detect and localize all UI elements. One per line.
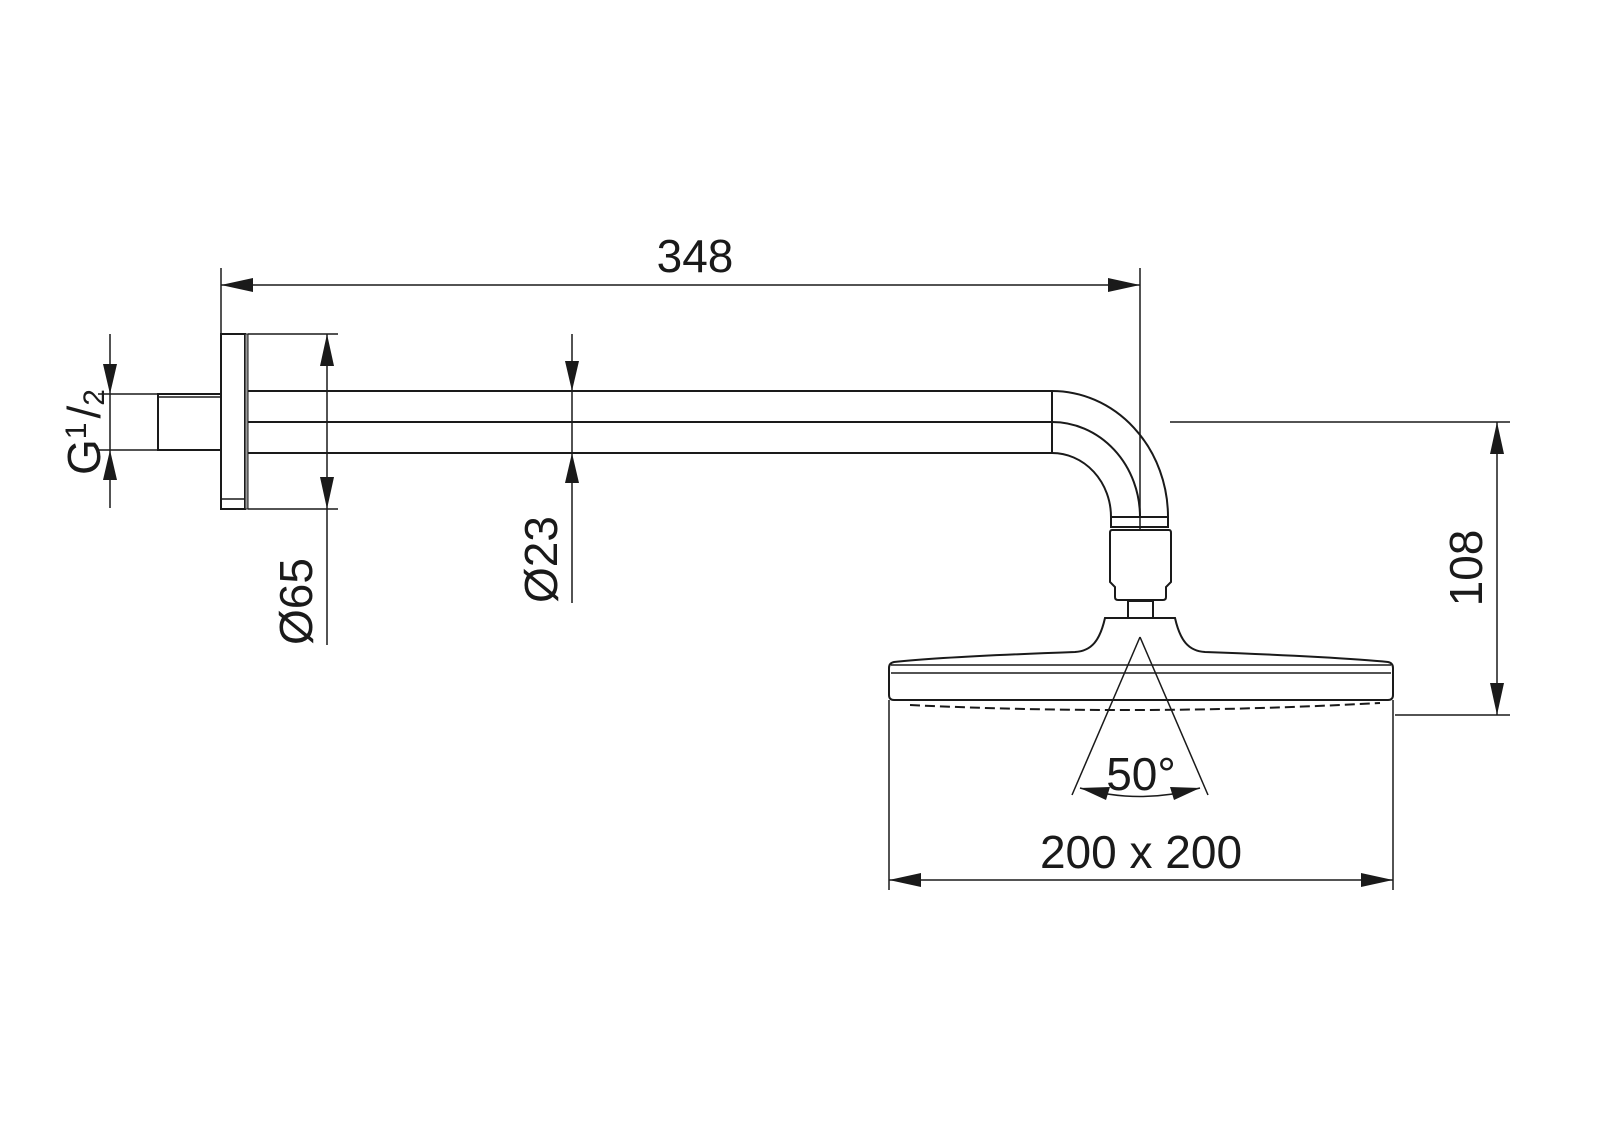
shower-arm-pipe xyxy=(248,390,1169,528)
dimension-thread: G1/2 xyxy=(58,334,158,508)
dimension-flange-diameter: Ø65 xyxy=(248,333,338,645)
wall-flange xyxy=(220,333,249,510)
dimension-head-size: 200 x 200 xyxy=(888,700,1394,890)
spray-angle-label: 50° xyxy=(1106,748,1176,800)
shower-head xyxy=(888,617,1394,712)
dimension-arm-length: 348 xyxy=(220,230,1141,530)
spray-angle-indicator: 50° xyxy=(1071,636,1209,800)
dimension-pipe-diameter: Ø23 xyxy=(515,334,579,603)
head-size-label: 200 x 200 xyxy=(1040,826,1242,878)
arm-length-label: 348 xyxy=(657,230,734,282)
flange-diameter-label: Ø65 xyxy=(270,558,322,645)
swivel-joint xyxy=(1109,529,1172,619)
dimension-height-drop: 108 xyxy=(1170,421,1510,716)
thread-label: G1/2 xyxy=(58,389,111,475)
height-drop-label: 108 xyxy=(1440,530,1492,607)
pipe-diameter-label: Ø23 xyxy=(515,516,567,603)
threaded-nipple xyxy=(157,393,221,451)
